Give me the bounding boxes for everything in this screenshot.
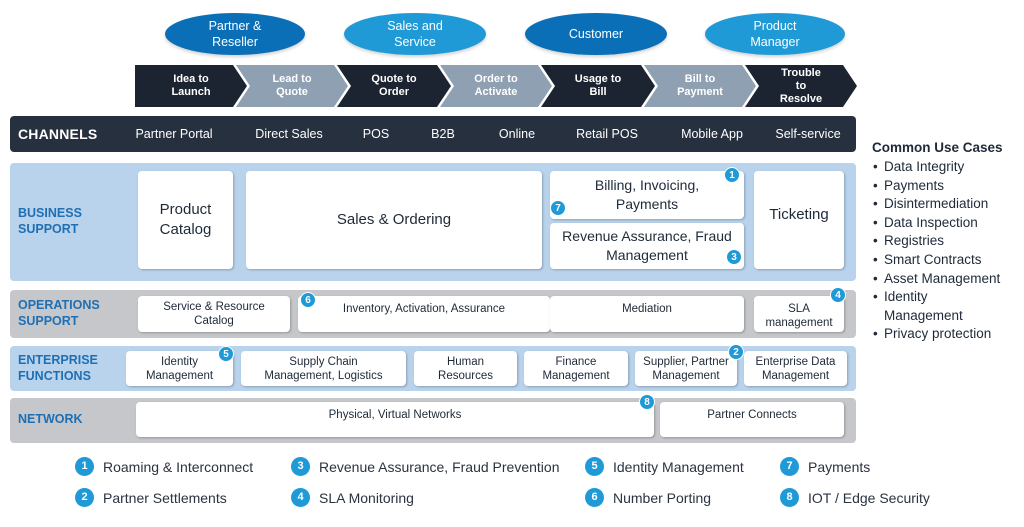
channel-partner-portal: Partner Portal [135, 127, 213, 141]
badge-revenue-assurance: 3 [726, 249, 742, 265]
use-case-item: Identity Management [872, 288, 1022, 325]
legend-label: Roaming & Interconnect [103, 458, 254, 475]
supplier-partner-box: Supplier, Partner Management [635, 351, 737, 386]
legend-badge: 8 [780, 488, 799, 507]
channel-retail-pos: Retail POS [576, 127, 638, 141]
legend-label: IOT / Edge Security [808, 489, 930, 506]
sla-management-box: SLA management [754, 296, 844, 332]
legend-badge: 4 [291, 488, 310, 507]
legend-badge: 5 [585, 457, 604, 476]
process-lead-to-quote: Lead to Quote [236, 65, 348, 107]
legend-label: Revenue Assurance, Fraud Prevention [319, 458, 560, 475]
legend-label: Partner Settlements [103, 489, 227, 506]
sales-ordering-box: Sales & Ordering [246, 171, 542, 269]
enterprise-functions-label: ENTERPRISE FUNCTIONS [18, 353, 98, 383]
badge-sla-monitoring: 4 [830, 287, 846, 303]
persona-sales-service: Sales and Service [344, 13, 486, 55]
channel-mobile-app: Mobile App [681, 127, 743, 141]
legend-badge: 6 [585, 488, 604, 507]
channels-title: CHANNELS [18, 126, 98, 142]
use-cases-list: Data Integrity Payments Disintermediatio… [872, 158, 1022, 344]
operations-support-label: OPERATIONS SUPPORT [18, 298, 100, 328]
channels-bar: CHANNELS Partner Portal Direct Sales POS… [10, 116, 856, 152]
legend-item-3: 3 Revenue Assurance, Fraud Prevention [291, 457, 559, 476]
revenue-assurance-box: Revenue Assurance, Fraud Management [550, 223, 744, 269]
use-cases-title: Common Use Cases [872, 140, 1003, 155]
channel-online: Online [498, 127, 536, 141]
business-support-label: BUSINESS SUPPORT [18, 206, 82, 236]
billing-invoicing-box: Billing, Invoicing, Payments [550, 171, 744, 219]
legend-label: Payments [808, 458, 871, 475]
legend-badge: 2 [75, 488, 94, 507]
badge-identity-management: 5 [218, 346, 234, 362]
legend-label: SLA Monitoring [319, 489, 414, 506]
business-support-layer: BUSINESS SUPPORT Product Catalog Sales &… [10, 163, 856, 281]
use-case-item: Registries [872, 232, 1022, 251]
ticketing-box: Ticketing [754, 171, 844, 269]
use-case-item: Data Inspection [872, 214, 1022, 233]
channel-direct-sales: Direct Sales [255, 127, 323, 141]
persona-product-manager: Product Manager [705, 13, 845, 55]
legend-label: Identity Management [613, 458, 744, 475]
legend-item-4: 4 SLA Monitoring [291, 488, 414, 507]
legend-badge: 3 [291, 457, 310, 476]
enterprise-functions-layer: ENTERPRISE FUNCTIONS Identity Management… [10, 344, 856, 391]
use-case-item: Asset Management [872, 270, 1022, 289]
use-case-item: Payments [872, 177, 1022, 196]
legend-item-2: 2 Partner Settlements [75, 488, 227, 507]
use-case-item: Privacy protection [872, 325, 1022, 344]
finance-management-box: Finance Management [524, 351, 628, 386]
inventory-activation-box: Inventory, Activation, Assurance [298, 296, 550, 332]
legend-badge: 7 [780, 457, 799, 476]
partner-connects-box: Partner Connects [660, 402, 844, 437]
service-resource-catalog-box: Service & Resource Catalog [138, 296, 290, 332]
network-layer: NETWORK Physical, Virtual Networks Partn… [10, 394, 856, 443]
channel-b2b: B2B [431, 127, 455, 141]
operations-support-layer: OPERATIONS SUPPORT Service & Resource Ca… [10, 287, 856, 338]
legend-item-1: 1 Roaming & Interconnect [75, 457, 253, 476]
badge-number-porting: 6 [300, 292, 316, 308]
process-bill-to-payment: Bill to Payment [644, 65, 756, 107]
use-case-item: Disintermediation [872, 195, 1022, 214]
badge-roaming: 1 [724, 167, 740, 183]
mediation-box: Mediation [550, 296, 744, 332]
human-resources-box: Human Resources [414, 351, 517, 386]
badge-iot-edge-security: 8 [639, 394, 655, 410]
badge-payments: 7 [550, 200, 566, 216]
enterprise-data-box: Enterprise Data Management [744, 351, 847, 386]
process-usage-to-bill: Usage to Bill [541, 65, 655, 107]
legend-badge: 1 [75, 457, 94, 476]
identity-management-box: Identity Management [126, 351, 233, 386]
legend-label: Number Porting [613, 489, 712, 506]
use-case-item: Data Integrity [872, 158, 1022, 177]
legend-item-8: 8 IOT / Edge Security [780, 488, 930, 507]
process-trouble-to-resolve: Trouble to Resolve [745, 65, 857, 107]
channel-pos: POS [362, 127, 390, 141]
persona-partner-reseller: Partner & Reseller [165, 13, 305, 55]
legend-item-7: 7 Payments [780, 457, 870, 476]
network-label: NETWORK [18, 412, 83, 426]
use-case-item: Smart Contracts [872, 251, 1022, 270]
legend-item-6: 6 Number Porting [585, 488, 711, 507]
legend-item-5: 5 Identity Management [585, 457, 744, 476]
process-order-to-activate: Order to Activate [440, 65, 552, 107]
process-idea-to-launch: Idea to Launch [135, 65, 247, 107]
channel-self-service: Self-service [775, 127, 841, 141]
process-quote-to-order: Quote to Order [337, 65, 451, 107]
product-catalog-box: Product Catalog [138, 171, 233, 269]
physical-virtual-networks-box: Physical, Virtual Networks [136, 402, 654, 437]
supply-chain-box: Supply Chain Management, Logistics [241, 351, 406, 386]
badge-partner-settlements: 2 [728, 344, 744, 360]
persona-customer: Customer [525, 13, 667, 55]
